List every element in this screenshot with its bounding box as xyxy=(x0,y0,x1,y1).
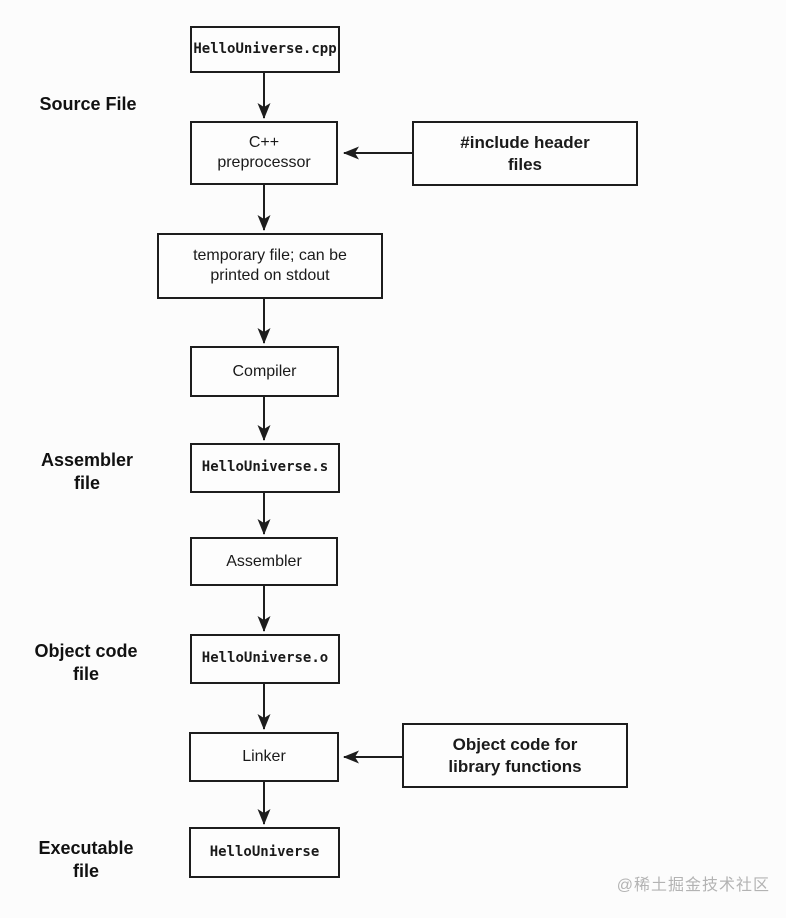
node-object-file: HelloUniverse.o xyxy=(190,634,340,684)
node-include-headers: #include header files xyxy=(412,121,638,186)
node-preprocessor: C++ preprocessor xyxy=(190,121,338,185)
node-source-file: HelloUniverse.cpp xyxy=(190,26,340,73)
stage-label-executable-file: Executable file xyxy=(38,838,134,882)
node-executable-file: HelloUniverse xyxy=(189,827,340,878)
stage-label-object-code-file: Object code file xyxy=(34,641,138,685)
node-linker: Linker xyxy=(189,732,339,782)
node-compiler: Compiler xyxy=(190,346,339,397)
watermark-text: @稀土掘金技术社区 xyxy=(616,877,770,894)
stage-label-source-file: Source File xyxy=(39,94,137,114)
node-library-objects: Object code for library functions xyxy=(402,723,628,788)
node-assembler: Assembler xyxy=(190,537,338,586)
node-assembly-file: HelloUniverse.s xyxy=(190,443,340,493)
node-temporary-file: temporary file; can be printed on stdout xyxy=(157,233,383,299)
stage-label-assembler-file: Assembler file xyxy=(40,450,134,494)
